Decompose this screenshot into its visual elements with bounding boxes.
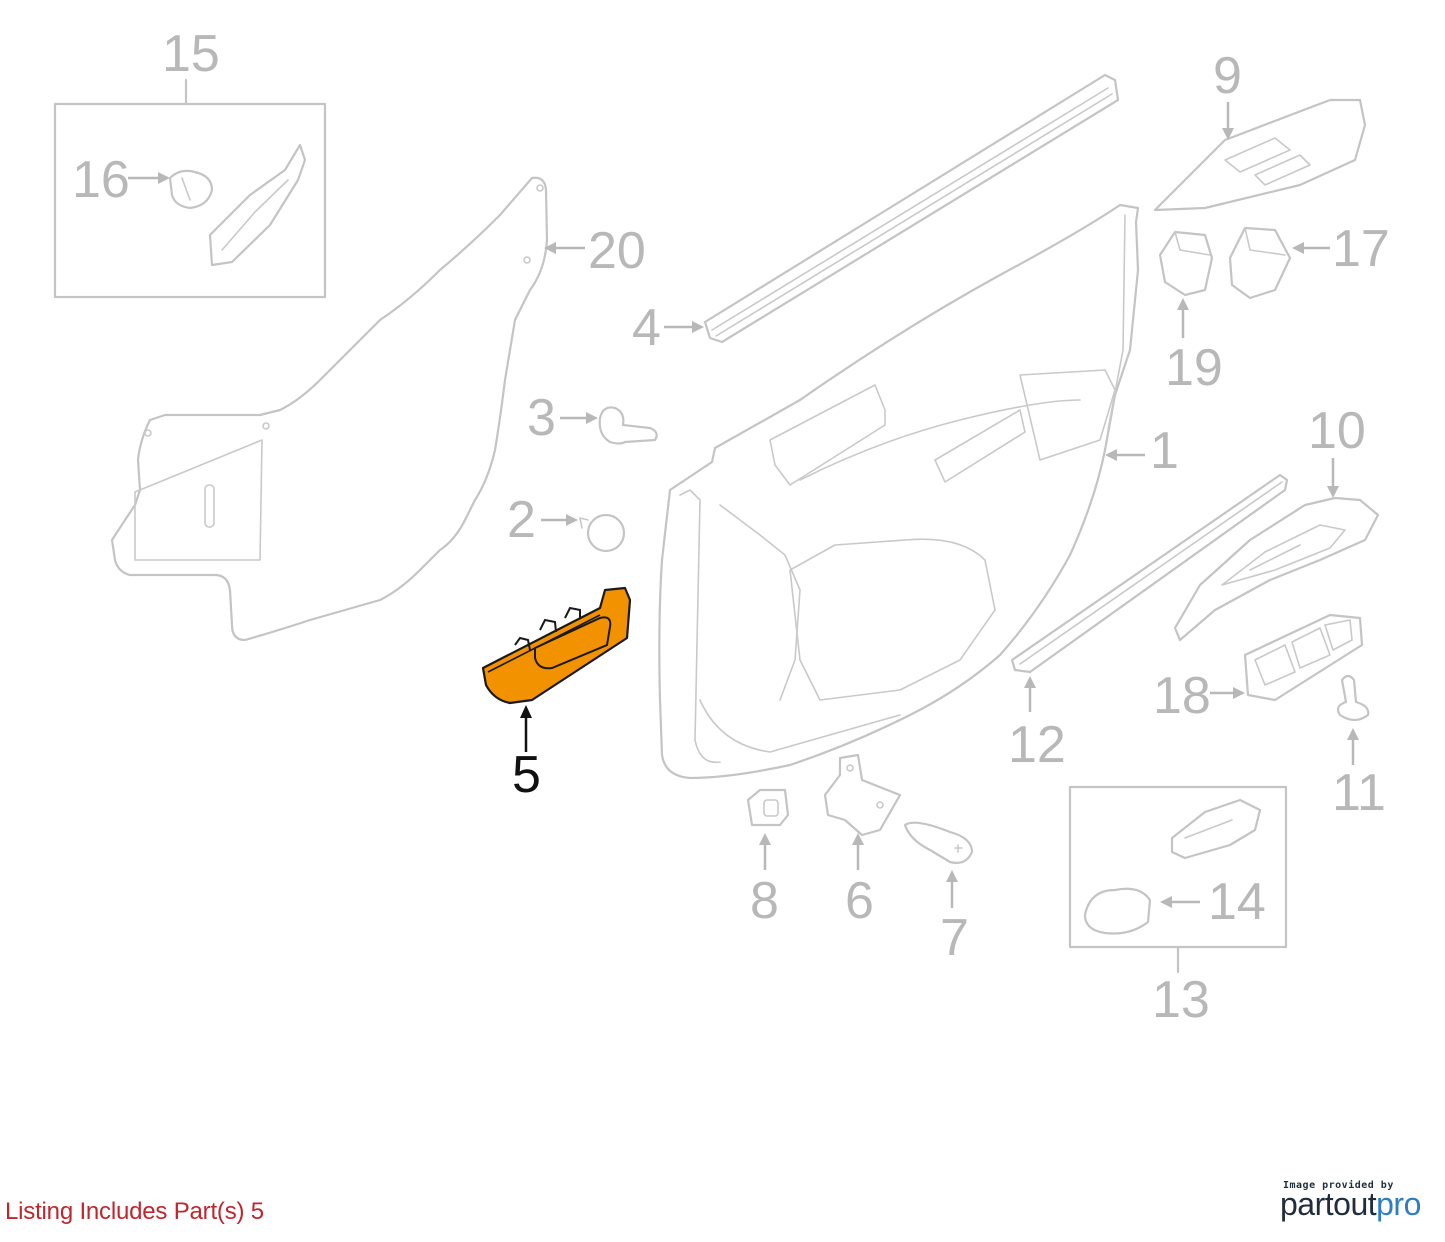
part-19-switch <box>1158 230 1214 297</box>
callout-4: 4 <box>632 299 661 357</box>
image-credit-caption: Image provided by <box>1283 1180 1394 1191</box>
callout-12: 12 <box>1008 716 1066 774</box>
partoutpro-logo: partoutpro <box>1280 1186 1421 1223</box>
part-14-knob <box>1083 887 1152 935</box>
logo-part1: partout <box>1280 1186 1377 1222</box>
callout-16: 16 <box>72 151 130 209</box>
part-9-switch-panel <box>1153 98 1367 212</box>
callout-2: 2 <box>507 491 536 549</box>
part-7-screw <box>903 821 974 864</box>
part-20-sealing-sheet <box>110 176 549 642</box>
callout-17: 17 <box>1332 220 1390 278</box>
callout-11: 11 <box>1332 764 1386 822</box>
part-13-inset <box>1068 785 1288 974</box>
callout-15: 15 <box>162 25 220 83</box>
part-5-pull-handle-highlighted <box>481 586 632 705</box>
logo-part2: pro <box>1376 1186 1421 1222</box>
callout-6: 6 <box>845 872 874 930</box>
callout-14: 14 <box>1208 873 1266 931</box>
callout-18: 18 <box>1153 667 1211 725</box>
part-1-door-panel <box>658 203 1140 780</box>
callout-3: 3 <box>527 389 556 447</box>
callout-20: 20 <box>588 222 646 280</box>
part-4-weatherstrip <box>703 73 1120 344</box>
part-8-clip <box>746 788 790 827</box>
part-13-handle <box>1170 798 1262 860</box>
part-11-screw <box>1336 674 1370 722</box>
part-15-inset <box>53 78 327 299</box>
part-6-bracket <box>823 753 902 837</box>
part-16-clip <box>168 169 214 210</box>
listing-note: Listing Includes Part(s) 5 <box>5 1198 264 1225</box>
callout-8: 8 <box>750 872 779 930</box>
part-3-screw <box>598 406 658 445</box>
callout-10: 10 <box>1308 402 1366 460</box>
callout-1: 1 <box>1150 422 1179 480</box>
part-16-trim-piece <box>208 143 307 267</box>
part-17-switch <box>1228 226 1292 300</box>
part-12-garnish-strip <box>1010 473 1289 674</box>
callout-5: 5 <box>512 746 541 804</box>
callout-19: 19 <box>1165 339 1223 397</box>
part-18-switch-block <box>1243 613 1364 702</box>
callout-7: 7 <box>940 909 969 967</box>
callout-13: 13 <box>1152 971 1210 1029</box>
part-2-clip <box>579 513 626 553</box>
part-10-armrest-panel <box>1173 496 1380 642</box>
callout-9: 9 <box>1213 47 1242 105</box>
